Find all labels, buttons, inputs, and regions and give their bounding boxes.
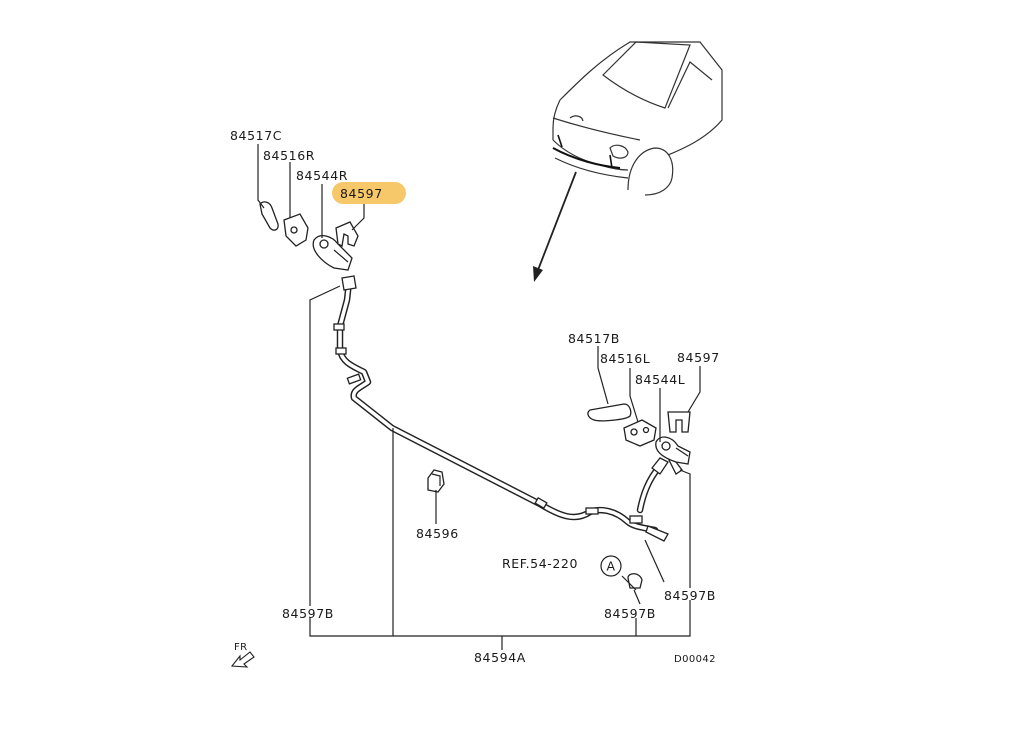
callout-84517B: 84517B (568, 331, 620, 346)
callout-84597B-left: 84597B (282, 606, 334, 621)
callout-84544L: 84544L (635, 372, 685, 387)
callout-ref-54-220: REF.54-220 (502, 556, 578, 571)
callout-84517C: 84517C (230, 128, 282, 143)
callout-84597-highlighted: 84597 (340, 186, 383, 201)
ref-circle-letter: A (607, 559, 616, 574)
front-direction-indicator: FR (230, 642, 255, 668)
callout-84597-right: 84597 (677, 350, 720, 365)
left-nozzle-84544L (655, 436, 691, 465)
right-bracket-84516R (283, 213, 309, 247)
front-direction-label: FR (234, 642, 248, 653)
diagram-code: D00042 (674, 654, 716, 665)
callout-84516R: 84516R (263, 148, 315, 163)
callout-84597B-lower: 84597B (604, 606, 656, 621)
clip-84596 (427, 469, 445, 493)
car-illustration (552, 41, 723, 196)
callout-84596: 84596 (416, 526, 459, 541)
callout-84597B-right: 84597B (664, 588, 716, 603)
clip-84597B-lower (627, 573, 643, 589)
callout-84594A: 84594A (474, 650, 526, 665)
right-cover-84517C (259, 201, 279, 231)
ref-circle: A (600, 555, 622, 577)
pointer-arrow (533, 171, 577, 282)
callout-labels: 84517C 84516R 84544R 84597 84517B 84516L… (230, 128, 720, 665)
washer-hose (333, 275, 683, 542)
left-bracket-84516L (623, 419, 657, 447)
callout-84544R: 84544R (296, 168, 348, 183)
right-clip-84597 (335, 221, 359, 247)
leader-lines (257, 144, 701, 650)
right-nozzle-84544R (312, 234, 353, 271)
left-cover-84517B (587, 403, 632, 422)
front-direction-arrow-icon (230, 651, 255, 668)
callout-84516L: 84516L (600, 351, 650, 366)
left-clip-84597 (667, 411, 691, 433)
callout-highlight (332, 182, 406, 204)
